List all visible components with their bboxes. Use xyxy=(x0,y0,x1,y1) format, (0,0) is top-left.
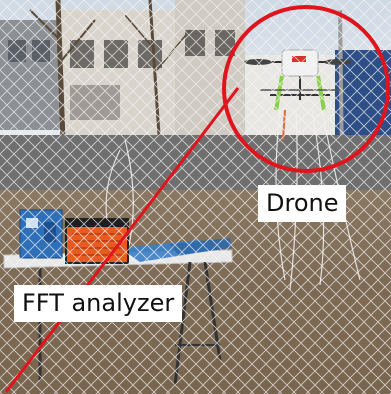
highlight-circle-icon xyxy=(222,5,390,173)
drone-label: Drone xyxy=(258,185,347,222)
fft-analyzer-label: FFT analyzer xyxy=(14,285,183,322)
pointer-line xyxy=(4,87,240,393)
